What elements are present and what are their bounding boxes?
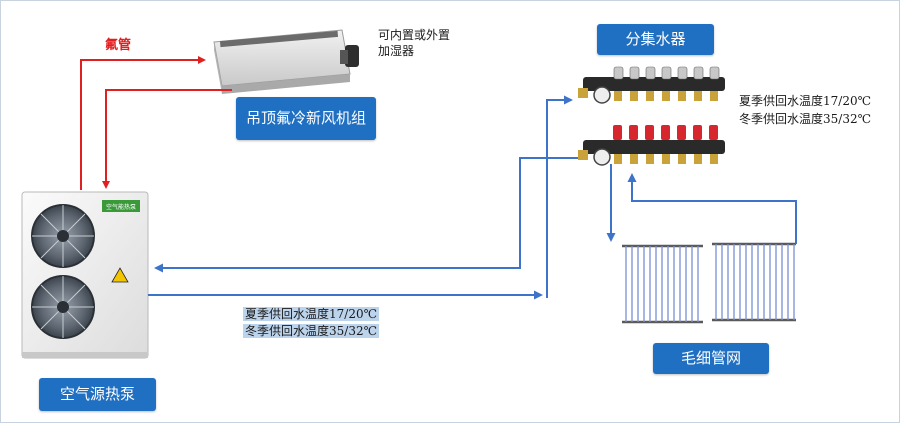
capillary-mat xyxy=(622,242,796,324)
refrigerant-return-line xyxy=(102,89,232,189)
humidifier-note-line-2: 加湿器 xyxy=(378,44,415,58)
fresh-air-unit xyxy=(213,29,359,94)
capillary-mat-label: 毛细管网 xyxy=(653,343,769,374)
supply-riser xyxy=(546,95,573,298)
warning-icon xyxy=(111,267,129,283)
water-lines xyxy=(148,95,797,300)
fresh-air-unit-label: 吊顶氟冷新风机组 xyxy=(236,97,376,140)
manifold-temperature-note: 夏季供回水温度17/20℃ 冬季供回水温度35/32℃ xyxy=(739,92,871,128)
heat-pump-logo-badge xyxy=(102,200,140,212)
gauge-bottom-icon xyxy=(593,148,611,166)
manifold-label: 分集水器 xyxy=(597,24,714,55)
refrigerant-supply-line xyxy=(80,56,206,190)
supply-temperature-note: 夏季供回水温度17/20℃ 冬季供回水温度35/32℃ xyxy=(243,306,380,340)
heat-pump-unit: 空气能热泵 xyxy=(21,191,149,359)
humidifier-note-line-1: 可内置或外置 xyxy=(378,28,451,42)
humidifier-note: 可内置或外置 加湿器 xyxy=(378,27,450,59)
supply-temp-winter: 冬季供回水温度35/32℃ xyxy=(243,324,380,338)
supply-temp-summer: 夏季供回水温度17/20℃ xyxy=(243,307,380,321)
manifold-temp-summer: 夏季供回水温度17/20℃ xyxy=(739,94,872,108)
duct-outlet-icon xyxy=(345,45,359,67)
manifold-unit xyxy=(578,66,725,166)
refrigerant-lines xyxy=(80,56,232,190)
heat-pump-label: 空气源热泵 xyxy=(39,378,156,411)
gauge-top-icon xyxy=(593,86,611,104)
refrigerant-pipe-label: 氟管 xyxy=(105,38,132,53)
fan-top-icon xyxy=(31,204,95,268)
heat-pump-logo-text: 空气能热泵 xyxy=(106,203,136,211)
manifold-temp-winter: 冬季供回水温度35/32℃ xyxy=(739,112,872,126)
return-line-to-pump xyxy=(154,157,578,273)
fan-bottom-icon xyxy=(31,275,95,339)
capillary-to-manifold xyxy=(627,173,797,244)
